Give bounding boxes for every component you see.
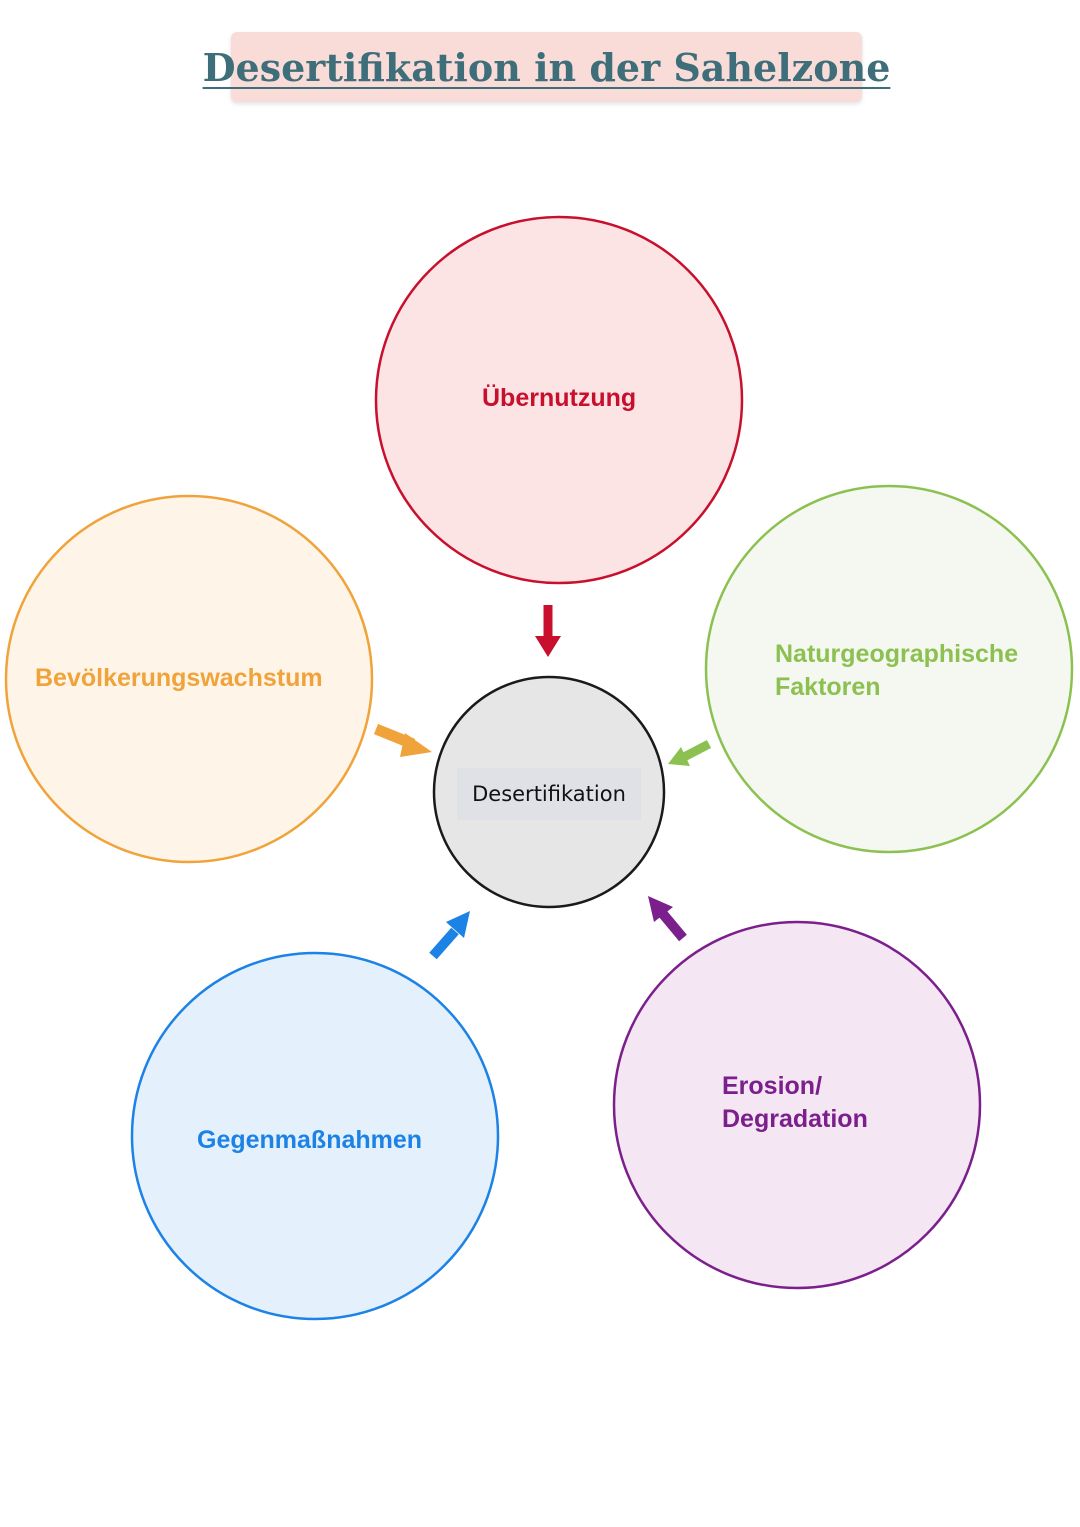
label-erosion-line1: Erosion/ (722, 1072, 823, 1100)
arrow-erosion-degradation (648, 896, 687, 942)
circle-erosion-degradation (612, 920, 982, 1290)
label-erosion-degradation: Erosion/ Degradation (722, 1070, 868, 1136)
circle-bevoelkerungswachstum (4, 494, 374, 864)
label-uebernutzung: Übernutzung (482, 384, 637, 412)
arrow-gegenmassnahmen (429, 911, 470, 960)
label-gegenmassnahmen: Gegenmaßnahmen (197, 1126, 423, 1154)
circle-uebernutzung (374, 215, 744, 585)
title-box: Desertifikation in der Sahelzone (203, 32, 890, 102)
circle-gegenmassnahmen (130, 951, 500, 1321)
label-naturgeographische-line1: Naturgeographische (775, 640, 1019, 668)
arrow-uebernutzung (535, 605, 561, 657)
circle-naturgeographische-faktoren (704, 484, 1074, 854)
label-naturgeographische-line2: Faktoren (775, 673, 881, 701)
label-bevoelkerungswachstum: Bevölkerungswachstum (35, 664, 323, 692)
label-naturgeographische-faktoren: Naturgeographische Faktoren (775, 638, 1018, 704)
arrow-naturgeographische-faktoren (668, 740, 712, 766)
page-title: Desertifikation in der Sahelzone (202, 44, 891, 90)
label-desertifikation: Desertifikation (457, 768, 641, 820)
arrow-bevoelkerungswachstum (373, 723, 432, 757)
label-erosion-line2: Degradation (722, 1105, 868, 1133)
